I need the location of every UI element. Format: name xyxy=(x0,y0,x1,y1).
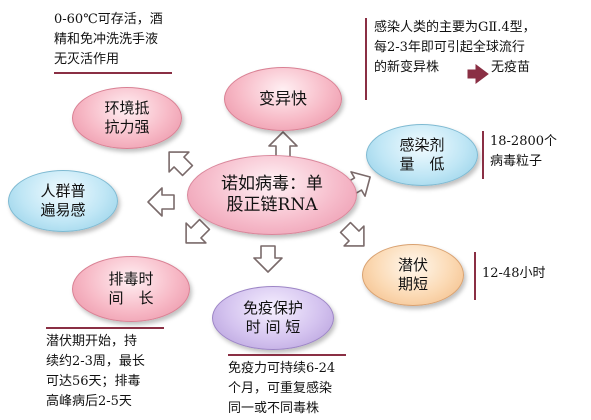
note-variation-extra: 无疫苗 xyxy=(491,58,530,78)
node-variation: 变异快 xyxy=(224,67,342,131)
note-dose: 18-2800个 病毒粒子 xyxy=(490,132,557,172)
arrow-down xyxy=(253,245,283,273)
arrow-left xyxy=(147,187,175,217)
node-environment-line2: 抗力强 xyxy=(104,118,150,136)
center-line1: 诺如病毒：单 xyxy=(221,173,323,194)
note-environment-underline xyxy=(54,72,172,74)
node-immunity-line2: 时 间 短 xyxy=(245,318,301,336)
note-immunity-line1: 免疫力可持续6-24 xyxy=(228,361,336,376)
node-incubation: 潜伏 期短 xyxy=(362,244,464,306)
node-dose-line1: 感染剂 xyxy=(399,136,445,155)
note-dose-bar xyxy=(482,131,484,179)
node-environment-line1: 环境抵 xyxy=(104,99,150,118)
node-incubation-line2: 期短 xyxy=(397,275,428,293)
note-variation-bar xyxy=(365,18,367,100)
note-shedding-line1: 潜伏期开始，持 xyxy=(46,334,138,349)
note-immunity-line2: 个月，可重复感染 xyxy=(228,381,333,396)
note-dose-line2: 病毒粒子 xyxy=(490,154,543,169)
node-environment: 环境抵 抗力强 xyxy=(72,87,182,149)
arrow-up-left xyxy=(158,141,199,182)
node-variation-line1: 变异快 xyxy=(258,89,307,108)
note-shedding-line2: 续约2-3周，最长 xyxy=(46,354,145,369)
note-immunity: 免疫力可持续6-24 个月，可重复感染 同一或不同毒株 xyxy=(228,359,335,419)
center-line2: 股正链RNA xyxy=(226,195,318,215)
node-incubation-line1: 潜伏 xyxy=(397,256,428,275)
node-susceptible-line2: 遍易感 xyxy=(40,201,86,219)
node-immunity: 免疫保护 时 间 短 xyxy=(212,286,334,350)
node-shedding-line1: 排毒时 xyxy=(108,270,154,289)
node-susceptible-line1: 人群普 xyxy=(40,182,86,201)
note-environment-line1: 0-60℃可存活，酒 xyxy=(54,12,163,27)
arrow-right-small xyxy=(467,64,489,84)
note-environment: 0-60℃可存活，酒 精和免冲洗洗手液 无灭活作用 xyxy=(54,10,163,70)
note-variation-line3: 的新变异株 xyxy=(374,60,440,75)
note-environment-line2: 精和免冲洗洗手液 xyxy=(54,32,159,47)
note-variation-line2: 每2-3年即可引起全球流行 xyxy=(374,40,525,55)
note-incubation-bar xyxy=(474,252,476,300)
note-dose-line1: 18-2800个 xyxy=(490,134,558,149)
note-immunity-line3: 同一或不同毒株 xyxy=(228,401,320,416)
note-shedding: 潜伏期开始，持 续约2-3周，最长 可达56天；排毒 高峰病后2-5天 xyxy=(46,332,145,412)
note-shedding-underline xyxy=(46,327,164,329)
note-variation-line1: 感染人类的主要为GⅡ.4型， xyxy=(374,20,536,35)
note-immunity-underline xyxy=(228,354,346,356)
note-shedding-line4: 高峰病后2-5天 xyxy=(46,394,132,409)
note-variation: 感染人类的主要为GⅡ.4型， 每2-3年即可引起全球流行 的新变异株 xyxy=(374,18,536,78)
node-dose-line2: 量 低 xyxy=(399,155,445,173)
note-variation-extra-text: 无疫苗 xyxy=(491,60,531,75)
note-incubation-line1: 12-48小时 xyxy=(482,266,546,281)
arrow-down-right xyxy=(334,216,375,257)
node-dose: 感染剂 量 低 xyxy=(366,124,478,186)
note-environment-line3: 无灭活作用 xyxy=(54,52,120,67)
node-immunity-line1: 免疫保护 xyxy=(242,299,303,318)
node-shedding: 排毒时 间 长 xyxy=(72,256,190,322)
note-shedding-line3: 可达56天；排毒 xyxy=(46,374,141,389)
node-susceptible: 人群普 遍易感 xyxy=(8,170,118,232)
node-shedding-line2: 间 长 xyxy=(108,289,154,307)
note-incubation: 12-48小时 xyxy=(482,264,545,284)
center-node: 诺如病毒：单 股正链RNA xyxy=(187,155,357,235)
